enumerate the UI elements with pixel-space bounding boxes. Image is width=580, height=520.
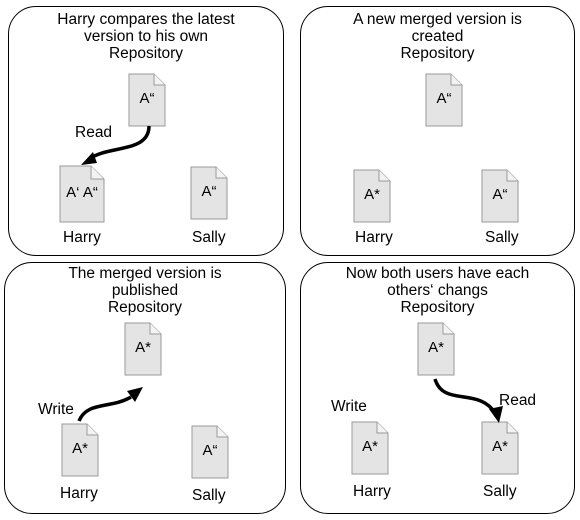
harry-label: Harry	[355, 229, 393, 246]
read-arrow	[81, 125, 151, 165]
harry-document-label: A*	[362, 438, 378, 455]
sally-document-icon: A“	[481, 169, 519, 223]
repository-document-icon: A*	[124, 322, 162, 376]
sally-document-label: A*	[492, 438, 508, 455]
sally-label: Sally	[483, 483, 517, 500]
read-label: Read	[499, 392, 537, 409]
repository-document-label: A“	[139, 90, 155, 107]
read-arrow	[433, 378, 503, 423]
harry-document-icon: A‘ A“	[59, 165, 105, 223]
panel-title: The merged version is published Reposito…	[5, 265, 285, 316]
repository-document-icon: A“	[128, 73, 166, 127]
sally-document-label: A“	[492, 186, 508, 203]
title-line-1: Harry compares the latest	[57, 11, 235, 28]
harry-document-label: A*	[72, 440, 88, 457]
repository-document-icon: A“	[425, 73, 463, 127]
repository-document-label: A*	[135, 339, 151, 356]
harry-label: Harry	[60, 485, 98, 502]
panel-title: Harry compares the latest version to his…	[9, 11, 283, 62]
title-line-2: version to his own	[83, 28, 209, 45]
panel-both-users-updated: Now both users have each others‘ changs …	[300, 262, 575, 514]
harry-label: Harry	[63, 229, 101, 246]
harry-document-icon: A*	[351, 421, 389, 475]
title-line-2: others‘ changs	[387, 282, 488, 299]
sally-label: Sally	[192, 229, 226, 246]
read-label: Read	[75, 124, 113, 141]
sally-label: Sally	[485, 229, 519, 246]
harry-document-icon: A*	[353, 169, 391, 223]
panel-harry-compares: Harry compares the latest version to his…	[8, 6, 284, 256]
repository-label: Repository	[400, 45, 475, 62]
harry-label: Harry	[353, 483, 391, 500]
repository-document-icon: A*	[417, 322, 455, 376]
panel-merged-created: A new merged version is created Reposito…	[300, 6, 575, 256]
panel-merged-published: The merged version is published Reposito…	[4, 262, 286, 514]
repository-label: Repository	[107, 299, 183, 316]
sally-document-icon: A“	[190, 166, 228, 220]
sally-document-label: A“	[201, 183, 217, 200]
repository-document-label: A*	[428, 339, 444, 356]
panel-title: Now both users have each others‘ changs …	[301, 265, 574, 316]
title-line-1: A new merged version is	[353, 11, 522, 28]
sally-document-icon: A*	[481, 421, 519, 475]
sally-document-label: A“	[202, 442, 218, 459]
harry-document-icon: A*	[61, 423, 99, 477]
harry-document-label: A‘ A“	[66, 184, 98, 201]
title-line-2: published	[111, 282, 179, 299]
title-line-1: Now both users have each	[345, 265, 530, 282]
title-line-1: The merged version is	[68, 265, 222, 282]
repository-label: Repository	[400, 299, 475, 316]
harry-document-label: A*	[364, 186, 380, 203]
title-line-2: created	[411, 28, 464, 45]
write-label: Write	[38, 401, 74, 418]
repository-document-label: A“	[436, 90, 452, 107]
sally-label: Sally	[192, 487, 226, 504]
write-label: Write	[331, 398, 367, 415]
panel-title: A new merged version is created Reposito…	[301, 11, 574, 62]
sally-document-icon: A“	[191, 425, 229, 479]
repository-label: Repository	[108, 45, 184, 62]
write-arrow	[77, 387, 143, 422]
